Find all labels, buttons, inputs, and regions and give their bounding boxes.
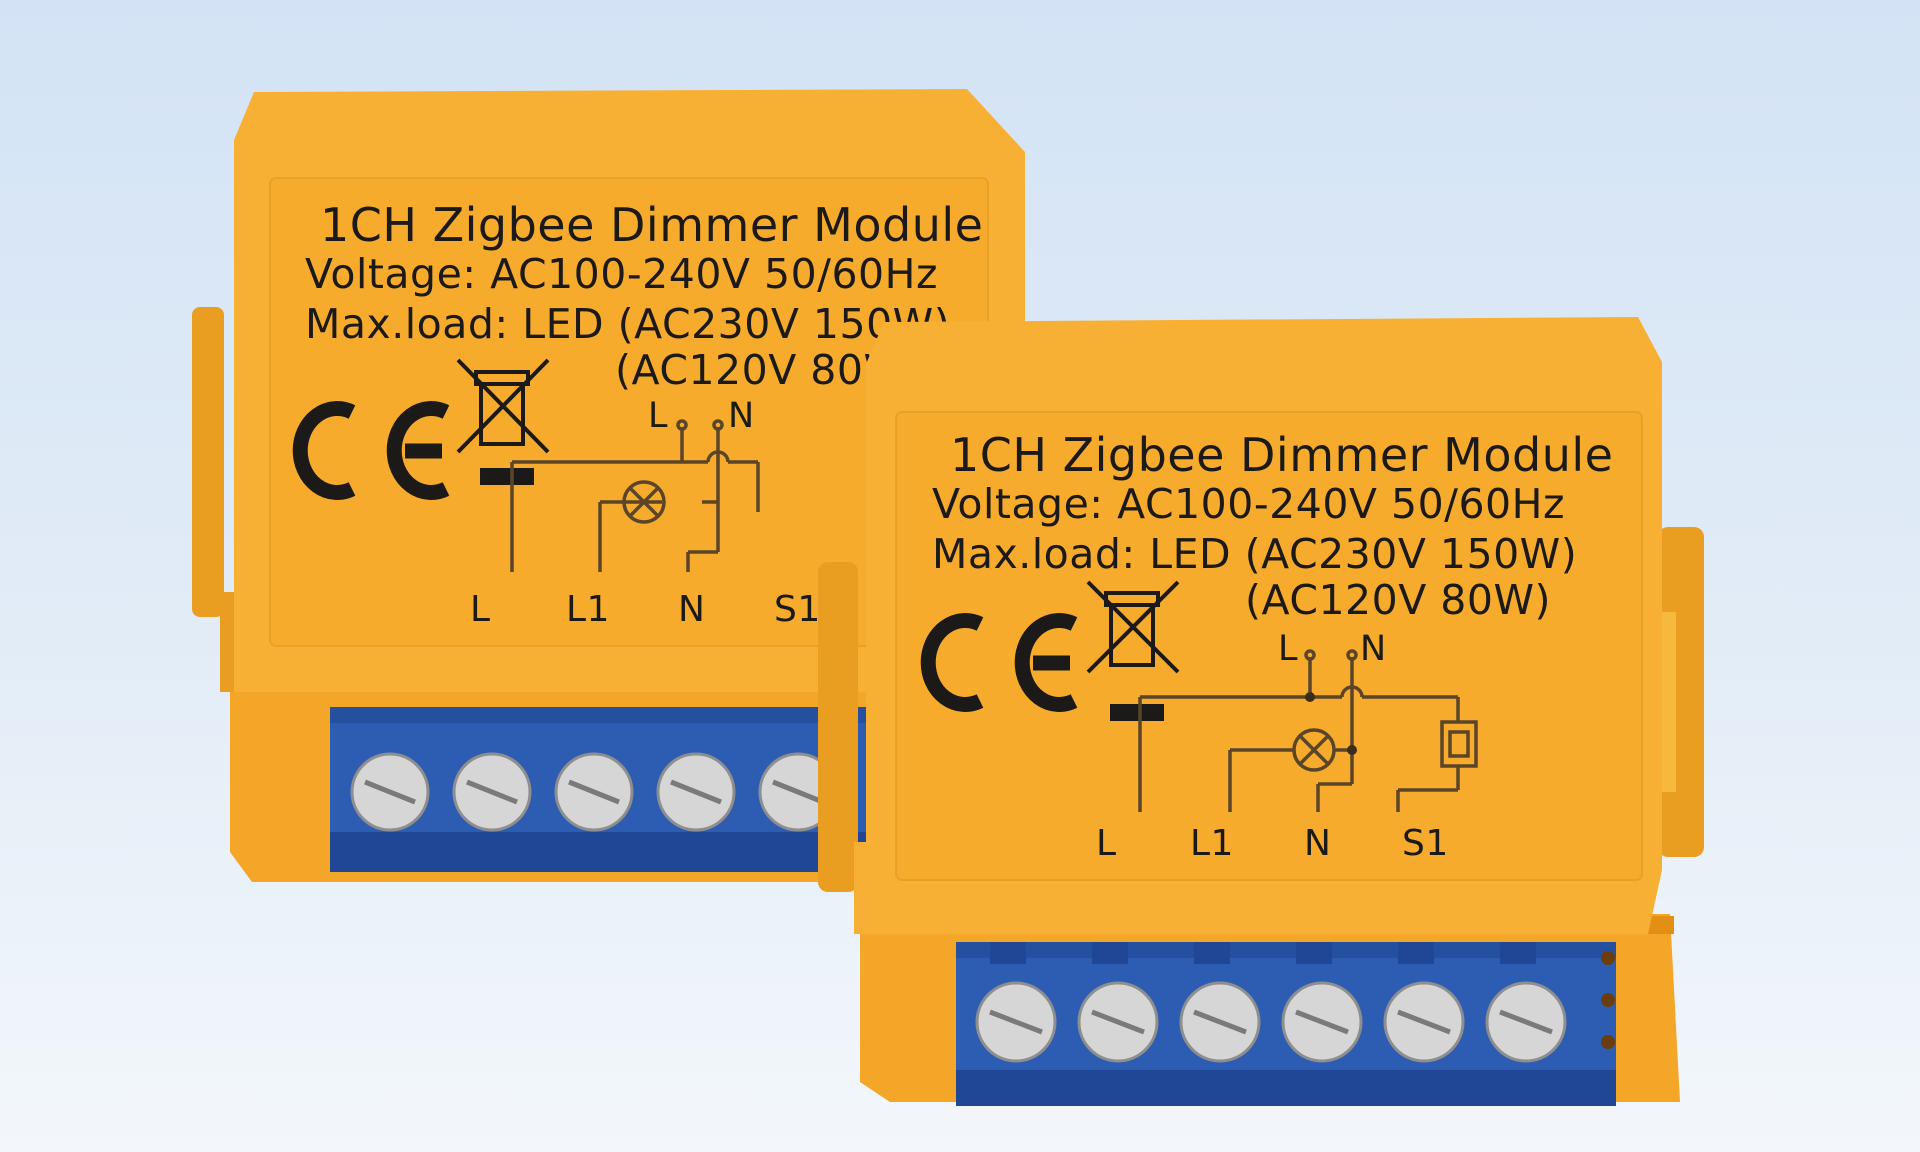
terminal-label-l1: L1: [1190, 823, 1234, 864]
terminal-screw: [1281, 981, 1363, 1063]
weee-crossed-bin-icon: [1086, 580, 1180, 674]
ce-mark-icon: [920, 613, 1078, 712]
ce-mark-icon: [292, 401, 450, 500]
terminal-screw: [1077, 981, 1159, 1063]
terminal-screw: [350, 752, 430, 832]
diagram-top-label-l: L: [648, 396, 668, 436]
terminal-label-s1: S1: [1402, 823, 1449, 864]
terminal-screw: [656, 752, 736, 832]
terminal-label-s1: S1: [774, 589, 821, 630]
dimmer-module-back: 1CH Zigbee Dimmer Module Voltage: AC100-…: [192, 89, 1070, 882]
terminal-screw: [452, 752, 532, 832]
terminal-label-l: L: [1096, 823, 1117, 864]
terminal-label-l: L: [470, 589, 491, 630]
terminal-label-n: N: [1304, 823, 1332, 864]
terminal-label-l1: L1: [566, 589, 610, 630]
weee-crossed-bin-icon: [456, 358, 550, 454]
diagram-top-label-l: L: [1278, 629, 1298, 669]
module-housing: [818, 317, 1704, 1106]
wiring-diagram: [510, 419, 760, 572]
diagram-top-label-n: N: [1360, 629, 1387, 669]
voltage-label: Voltage: AC100-240V 50/60Hz: [305, 250, 938, 298]
dimmer-module-front: 1CH Zigbee Dimmer Module Voltage: AC100-…: [818, 317, 1710, 1112]
voltage-label: Voltage: AC100-240V 50/60Hz: [932, 480, 1565, 528]
max-load-alt-label: (AC120V 80W): [1245, 576, 1551, 624]
terminal-screw: [1383, 981, 1465, 1063]
diagram-top-label-n: N: [728, 396, 755, 436]
max-load-label: Max.load: LED (AC230V 150W): [932, 530, 1578, 578]
terminal-screw: [554, 752, 634, 832]
max-load-label: Max.load: LED (AC230V 150W): [305, 300, 951, 348]
terminal-screw: [1179, 981, 1261, 1063]
terminal-label-n: N: [678, 589, 706, 630]
terminal-screw: [975, 981, 1057, 1063]
wiring-diagram: [1138, 649, 1478, 812]
module-title: 1CH Zigbee Dimmer Module: [320, 198, 984, 252]
terminal-screw: [1485, 981, 1567, 1063]
module-title: 1CH Zigbee Dimmer Module: [950, 428, 1614, 482]
